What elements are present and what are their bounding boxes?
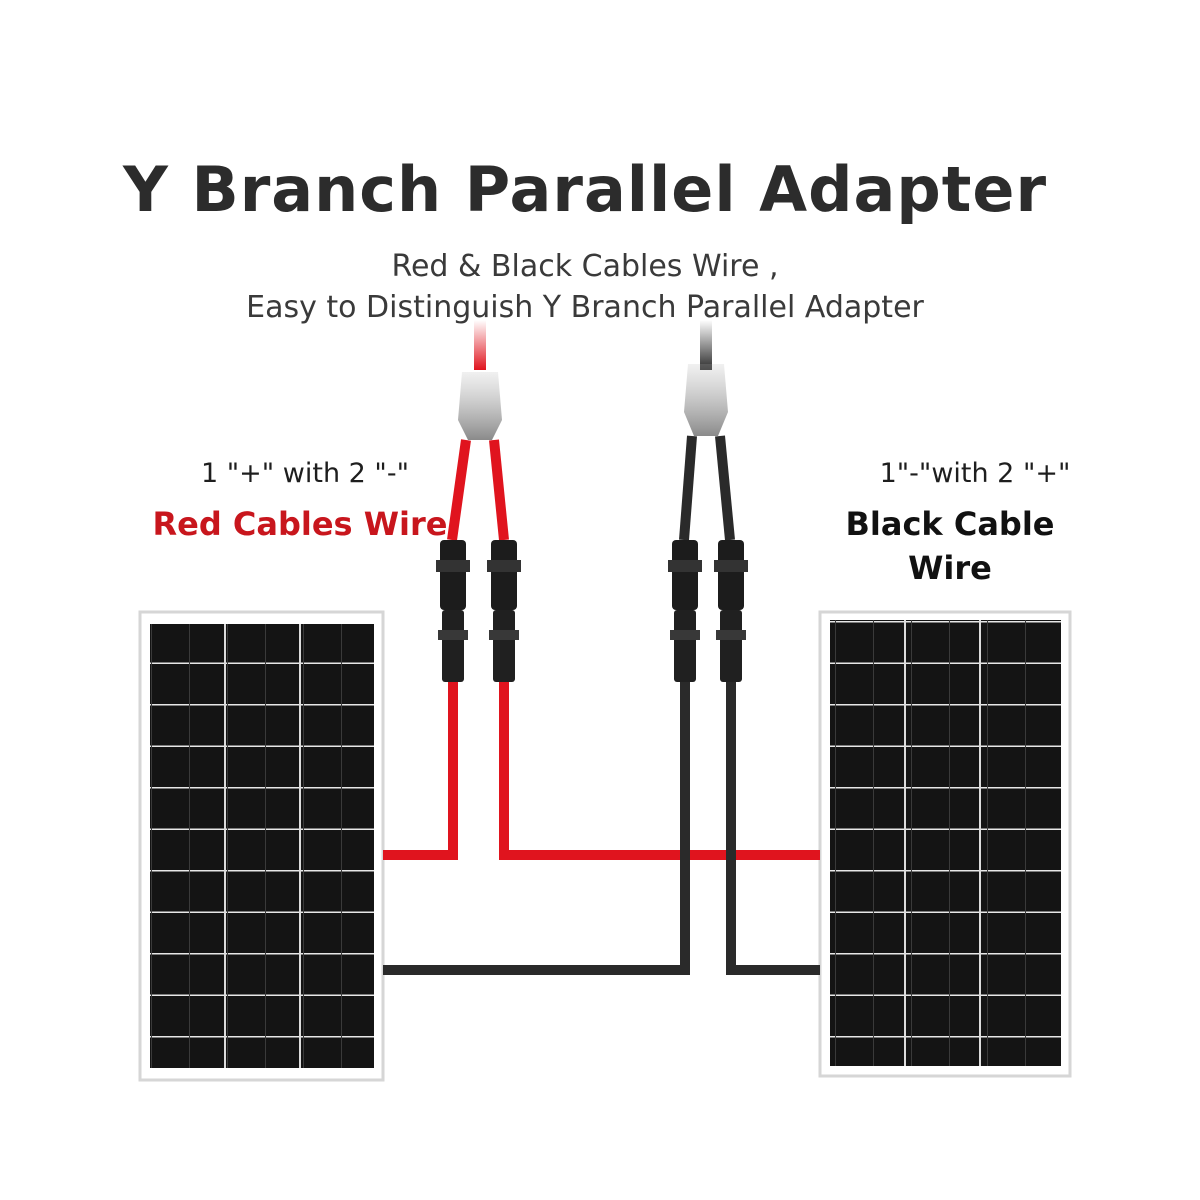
left-solar-panel: [138, 610, 385, 1082]
black-y-branch-connector: [679, 320, 735, 541]
subtitle-line-1: Red & Black Cables Wire ,: [391, 249, 779, 284]
mc4-connector-black-left: [668, 540, 702, 682]
red-cable-label: Red Cables Wire: [152, 505, 448, 543]
left-polarity-note: 1 "+" with 2 "-": [200, 458, 409, 489]
subtitle-line-2: Easy to Distinguish Y Branch Parallel Ad…: [246, 290, 924, 325]
black-wires: [383, 682, 820, 975]
mc4-connector-black-right: [714, 540, 748, 682]
black-cable-label: Black Cable Wire: [845, 505, 1055, 587]
red-wires: [383, 682, 820, 860]
right-polarity-note: 1"-"with 2 "+": [879, 458, 1071, 489]
page-title: Y Branch Parallel Adapter: [122, 153, 1048, 226]
mc4-connector-red-left: [436, 540, 470, 682]
right-solar-panel: [818, 610, 1072, 1078]
red-y-branch-connector: [447, 320, 509, 541]
mc4-connector-red-right: [487, 540, 521, 682]
